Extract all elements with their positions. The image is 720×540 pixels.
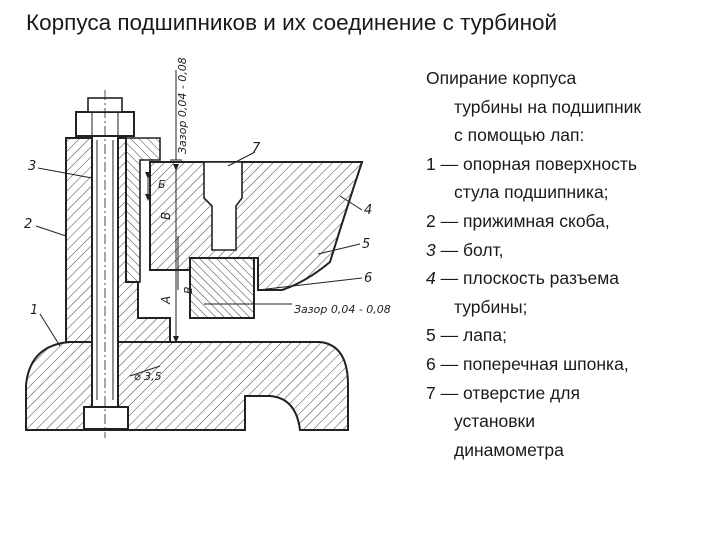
legend-item-number: 7 <box>426 382 436 403</box>
legend-item-text: отверстие для <box>462 382 580 403</box>
dim-b2: Б <box>158 178 166 191</box>
label-4: 4 <box>364 203 372 218</box>
diameter-label: ⌀ 3,5 <box>134 370 162 383</box>
label-3: 3 <box>28 159 36 174</box>
legend-item-1-cont: стула подшипника; <box>454 182 609 203</box>
legend-item-5: 5 — лапа; <box>426 321 716 350</box>
page-title: Корпуса подшипников и их соединение с ту… <box>26 10 558 35</box>
legend-dash: — <box>440 325 459 346</box>
legend-item-text: болт, <box>462 239 504 260</box>
legend-item-number: 2 <box>426 210 436 231</box>
legend-item-4-cont: турбины; <box>454 296 528 317</box>
label-6: 6 <box>364 271 372 286</box>
legend-item-1: 1 — опорная поверхность <box>426 150 716 179</box>
legend-item-7-cont2: динамометра <box>454 439 564 460</box>
bottom-nut <box>83 406 129 430</box>
legend-dash: — <box>440 353 459 374</box>
intro-line-3: с помощью лап: <box>454 125 585 146</box>
legend-text: Опирание корпуса турбины на подшипник с … <box>426 64 716 464</box>
legend-item-number: 5 <box>426 325 436 346</box>
legend-item-text: поперечная шпонка, <box>462 353 629 374</box>
legend-item-text: прижимная скоба, <box>462 210 610 231</box>
intro-line-1: Опирание корпуса <box>426 68 577 88</box>
dynamometer-hole <box>203 161 243 251</box>
legend-item-7: 7 — отверстие для <box>426 379 716 408</box>
legend-item-text: плоскость разъема <box>462 268 620 289</box>
dim-v: В <box>159 212 173 220</box>
label-7: 7 <box>252 141 261 156</box>
legend-item-7-cont: установки <box>454 411 535 432</box>
legend-item-number: 4 <box>426 268 436 289</box>
legend-dash: — <box>440 268 459 289</box>
legend-dash: — <box>440 210 459 231</box>
legend-item-text: лапа; <box>462 325 507 346</box>
label-2: 2 <box>24 217 32 232</box>
clamp-arm <box>125 137 161 283</box>
bearing-housing-drawing: 3 2 1 4 5 6 7 A В Б B Зазор 0,04 - 0,08 … <box>24 57 391 438</box>
gap-label-top: Зазор 0,04 - 0,08 <box>176 57 189 154</box>
legend-item-3: 3 — болт, <box>426 236 716 265</box>
legend-item-2: 2 — прижимная скоба, <box>426 207 716 236</box>
turbine-paw <box>149 161 364 291</box>
legend-dash: — <box>440 239 459 260</box>
legend-item-6: 6 — поперечная шпонка, <box>426 350 716 379</box>
legend-item-number: 6 <box>426 353 436 374</box>
transverse-key <box>189 257 255 319</box>
legend-dash: — <box>440 153 459 174</box>
intro-line-2: турбины на подшипник <box>454 96 642 117</box>
legend-item-4: 4 — плоскость разъема <box>426 264 716 293</box>
bearing-pedestal <box>25 341 349 431</box>
dim-a: A <box>159 296 173 305</box>
legend-dash: — <box>440 382 459 403</box>
legend-item-text: опорная поверхность <box>462 153 638 174</box>
label-1: 1 <box>30 303 38 318</box>
dim-b: B <box>182 286 195 294</box>
label-5: 5 <box>362 237 370 252</box>
gap-label-right: Зазор 0,04 - 0,08 <box>294 303 391 316</box>
legend-item-number: 1 <box>426 153 436 174</box>
legend-item-number: 3 <box>426 239 436 260</box>
